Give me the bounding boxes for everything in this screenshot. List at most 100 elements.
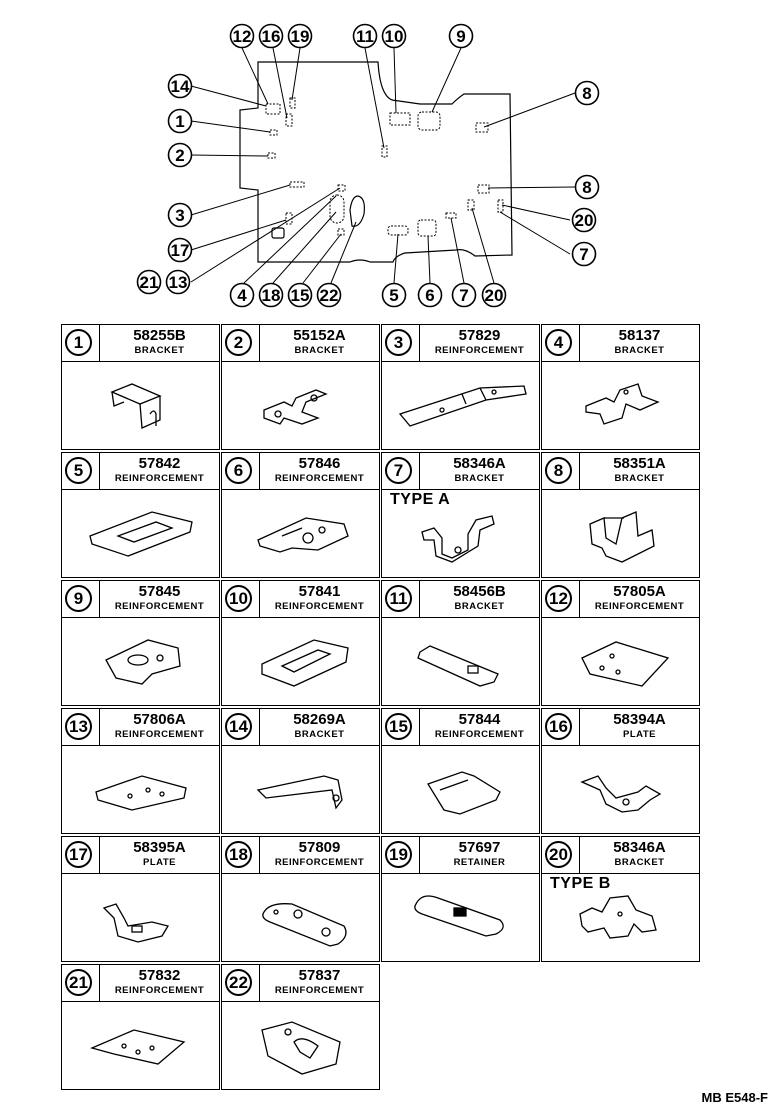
callout-15: 15 (291, 286, 310, 305)
part-code: 57805A (613, 583, 666, 600)
marker-13 (271, 227, 285, 239)
callout-16: 16 (262, 27, 281, 46)
part-name: BRACKET (134, 345, 185, 356)
retainer-drawing (414, 895, 504, 937)
marker-20 (467, 199, 475, 211)
part-name: BRACKET (294, 345, 345, 356)
part-number-badge: 16 (545, 713, 572, 740)
floor-panel-outline (239, 61, 513, 263)
part-code: 57846 (298, 455, 341, 472)
reinforcement-drawing (261, 1021, 341, 1075)
part-number-badge: 2 (225, 329, 252, 356)
callout-17: 17 (171, 241, 190, 260)
part-code: 58346A (453, 455, 506, 472)
callout-12: 12 (233, 27, 252, 46)
bracket-type-b-drawing (579, 895, 657, 939)
marker-11 (381, 145, 388, 158)
reinforcement-drawing (427, 771, 501, 815)
callout-7a: 7 (579, 245, 588, 264)
part-code: 57844 (458, 711, 501, 728)
part-number-badge: 6 (225, 457, 252, 484)
part-number-badge: 14 (225, 713, 252, 740)
reinforcement-drawing (90, 1029, 186, 1065)
part-number-badge: 17 (65, 841, 92, 868)
marker-3 (289, 181, 305, 188)
part-code: 58269A (293, 711, 346, 728)
marker-19 (289, 97, 296, 109)
empty-cell (541, 964, 700, 1090)
callout-13: 13 (169, 273, 188, 292)
part-number-badge: 9 (65, 585, 92, 612)
reinforcement-drawing (581, 641, 670, 687)
callout-8a: 8 (582, 84, 591, 103)
part-name: REINFORCEMENT (114, 473, 205, 484)
part-number-badge: 3 (385, 329, 412, 356)
part-name: BRACKET (454, 473, 505, 484)
callout-20b: 20 (485, 286, 504, 305)
empty-cell (381, 964, 540, 1090)
part-name: REINFORCEMENT (274, 857, 365, 868)
reinforcement-drawing (95, 775, 187, 811)
part-number-badge: 19 (385, 841, 412, 868)
callout-21: 21 (140, 273, 159, 292)
bracket-drawing (589, 511, 655, 563)
callout-9: 9 (456, 27, 465, 46)
bracket-drawing (417, 645, 499, 687)
reinforcement-drawing (105, 639, 181, 685)
part-number-badge: 13 (65, 713, 92, 740)
part-code: 57841 (298, 583, 341, 600)
callout-22: 22 (320, 286, 339, 305)
reinforcement-drawing (261, 639, 349, 687)
part-name: BRACKET (614, 345, 665, 356)
marker-6 (417, 219, 437, 237)
part-name: REINFORCEMENT (114, 601, 205, 612)
bracket-drawing (263, 389, 328, 425)
marker-14 (265, 103, 281, 115)
part-number-badge: 22 (225, 969, 252, 996)
callout-11: 11 (356, 27, 374, 46)
part-code: 57809 (298, 839, 341, 856)
callout-7b: 7 (459, 286, 468, 305)
plate-drawing (580, 775, 662, 813)
part-name: REINFORCEMENT (274, 473, 365, 484)
part-code: 58346A (613, 839, 666, 856)
part-number-badge: 10 (225, 585, 252, 612)
part-number-badge: 4 (545, 329, 572, 356)
marker-4 (337, 184, 346, 192)
part-number-badge: 1 (65, 329, 92, 356)
callout-3: 3 (175, 206, 184, 225)
marker-2 (267, 152, 276, 159)
reinforcement-drawing (257, 517, 349, 553)
marker-1 (269, 129, 278, 136)
part-code: 58137 (618, 327, 661, 344)
part-number-badge: 8 (545, 457, 572, 484)
part-code: 57697 (458, 839, 501, 856)
part-number-badge: 11 (385, 585, 412, 612)
part-name: RETAINER (453, 857, 506, 868)
part-name: PLATE (143, 857, 176, 868)
marker-8a (475, 122, 489, 133)
floor-overview-diagram: 14 1 2 3 17 21 13 12 16 19 11 10 9 8 8 2… (136, 23, 600, 308)
callout-2: 2 (175, 146, 184, 165)
marker-15 (337, 228, 345, 236)
marker-5 (387, 225, 409, 236)
callout-6: 6 (425, 286, 434, 305)
type-a-label: TYPE A (390, 491, 451, 508)
part-code: 55152A (293, 327, 346, 344)
marker-20b (497, 199, 504, 213)
part-name: REINFORCEMENT (274, 985, 365, 996)
part-name: BRACKET (294, 729, 345, 740)
